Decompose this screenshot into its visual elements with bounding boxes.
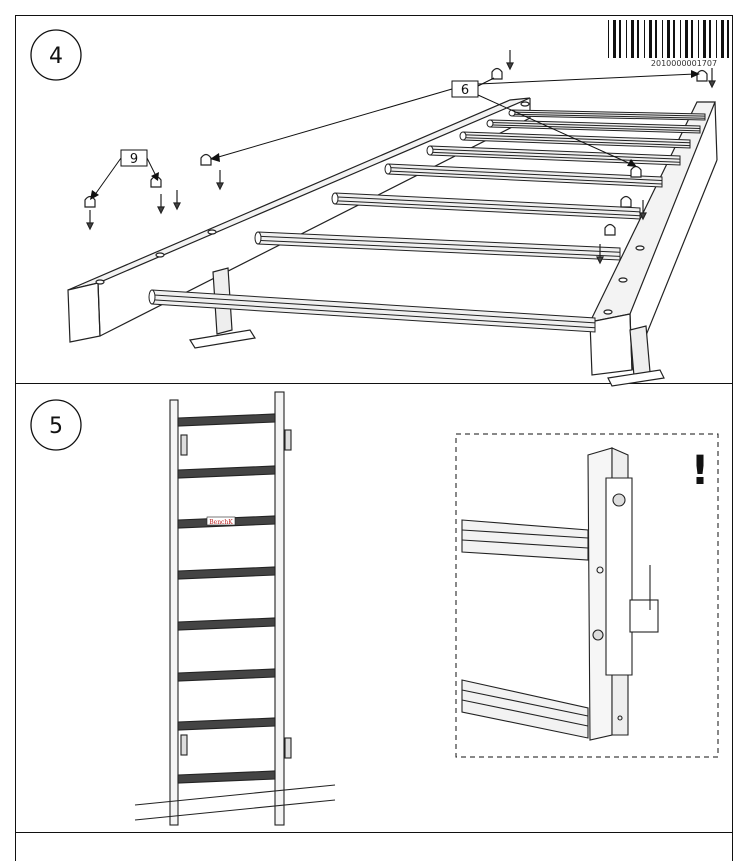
bolt-hole [635, 245, 645, 251]
arrow-head [506, 62, 514, 71]
bolt-hole [155, 252, 165, 258]
barcode-bar [673, 20, 675, 58]
detail-inset: ! [455, 433, 719, 758]
barcode-bar [703, 20, 706, 58]
bolt-hole [95, 279, 105, 285]
rung-end [148, 289, 156, 305]
rung-groove [489, 124, 701, 132]
rung [387, 163, 663, 188]
bolt-hole [207, 229, 217, 235]
rung-groove [387, 167, 663, 181]
cap-nut [620, 195, 632, 208]
barcode-bar [716, 20, 717, 58]
arrow-head [639, 212, 647, 221]
barcode-number: 2010000001707 [651, 59, 717, 68]
part-6-label: 6 [461, 83, 469, 98]
cap-nut [696, 69, 708, 82]
barcode-bar [619, 20, 621, 58]
barcode-bar [631, 20, 634, 58]
barcode-bar [637, 20, 639, 58]
step-5-number: 5 [49, 414, 63, 439]
barcode-bar [655, 20, 657, 58]
ladder-rung [177, 413, 276, 427]
rung-groove [257, 239, 621, 257]
arrow-head [596, 256, 604, 265]
barcode-bar [644, 20, 645, 58]
ladder-rung [177, 566, 276, 580]
rung-groove [257, 235, 621, 253]
ladder-rung [177, 465, 276, 479]
arrow-head [86, 222, 94, 231]
bolt-hole [520, 101, 530, 107]
ladder-rung [177, 717, 276, 731]
barcode-bar [698, 20, 699, 58]
barcode-bar [680, 20, 681, 58]
barcode: 2010000001707 [608, 20, 729, 68]
rung-groove [511, 113, 706, 119]
barcode-bar [691, 20, 693, 58]
rung-end [426, 145, 434, 156]
barcode-bar [608, 20, 609, 58]
ladder-rung [177, 617, 276, 631]
barcode-bar [709, 20, 711, 58]
instruction-page [15, 15, 733, 861]
rung-groove [334, 196, 641, 213]
rung-brand-label: BenchK [206, 516, 236, 526]
step-divider [15, 383, 733, 384]
rung-end [331, 192, 339, 205]
cap-nut [491, 67, 503, 80]
rung-groove [462, 134, 691, 144]
barcode-bar [667, 20, 670, 58]
ladder-assembly-drawing [67, 50, 718, 387]
step-4-number: 4 [49, 44, 63, 69]
rung-end [384, 163, 392, 175]
arrow-head [173, 202, 181, 211]
cap-nut [200, 153, 212, 166]
arrow-head [708, 80, 716, 89]
bolt-hole [618, 277, 628, 283]
rung-groove [462, 137, 691, 147]
cap-nut [604, 223, 616, 236]
wall-ladder-drawing [134, 391, 336, 826]
ladder-rung [177, 770, 276, 784]
part-9-label: 9 [130, 152, 138, 167]
barcode-bar [649, 20, 652, 58]
rung [429, 145, 681, 166]
rung-groove [489, 121, 701, 129]
barcode-bar [662, 20, 663, 58]
rung [257, 231, 621, 261]
barcode-bar [685, 20, 688, 58]
barcode-bar [721, 20, 724, 58]
arrow-head [157, 206, 165, 215]
callout-part-6: 6 [210, 70, 700, 167]
rung-end [486, 119, 494, 128]
rung-groove [151, 299, 596, 329]
svg-text:BenchK: BenchK [209, 519, 233, 526]
warning-icon: ! [691, 448, 709, 494]
cap-nut [84, 195, 96, 208]
bolt-hole [603, 309, 613, 315]
rung [334, 192, 641, 220]
rung-groove [387, 170, 663, 185]
rung-groove [511, 111, 706, 117]
rung-groove [429, 151, 681, 163]
step-4-badge: 4 [30, 29, 82, 81]
rung-end [459, 131, 467, 141]
cap-nut [630, 165, 642, 178]
rung [489, 119, 701, 134]
barcode-bar [727, 20, 729, 58]
ladder-rung [177, 668, 276, 682]
arrow-head [216, 182, 224, 191]
callout-part-9: 9 [90, 149, 159, 200]
rung-groove [151, 294, 596, 324]
barcode-bar [613, 20, 616, 58]
rung-groove [429, 148, 681, 160]
rung-end [254, 231, 262, 245]
step-5-badge: 5 [30, 399, 82, 451]
step-divider-bottom [15, 832, 733, 833]
barcode-bar [626, 20, 627, 58]
rung-groove [334, 200, 641, 217]
